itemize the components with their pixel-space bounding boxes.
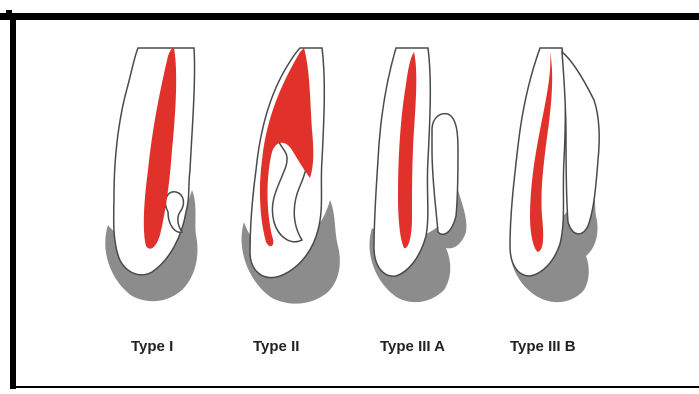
label-type-2: Type II [253,338,299,355]
tooth-type-3b-accessory-root [562,52,599,234]
label-type-1: Type I [131,338,173,355]
tooth-type-3a [370,48,467,302]
label-type-3b: Type III B [510,338,576,355]
tooth-type-3b [510,48,600,302]
tooth-type-1 [105,48,197,301]
tooth-type-2 [242,48,340,304]
label-type-3a: Type III A [380,338,445,355]
tooth-type-3a-accessory-root [432,114,458,235]
